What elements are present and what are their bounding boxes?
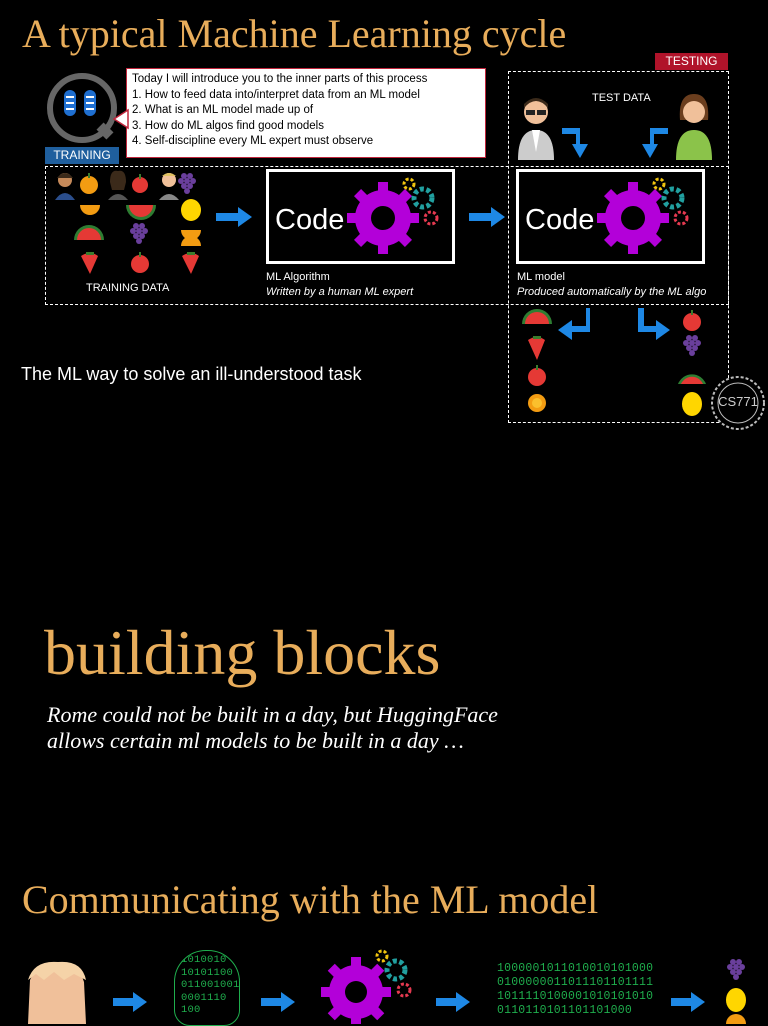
slide1-caption: The ML way to solve an ill-understood ta… <box>21 364 362 384</box>
watermelon-icon <box>74 225 104 240</box>
course-seal-icon: CS771 <box>710 375 766 431</box>
training-data-label: TRAINING DATA <box>86 282 170 294</box>
binary-line: 0110110101101101000 <box>497 1004 632 1017</box>
testing-tag: TESTING <box>655 53 728 70</box>
intro-callout: Today I will introduce you to the inner … <box>126 68 486 158</box>
strawberry-icon <box>81 252 98 274</box>
testing-region <box>508 71 729 423</box>
callout-pointer <box>112 108 129 130</box>
person-icon <box>159 173 179 200</box>
head-binary-line: 10101100 <box>181 966 234 979</box>
model-title: ML model <box>517 271 565 283</box>
grapes-icon <box>178 173 196 194</box>
person-icon <box>108 170 128 200</box>
code-label: Code <box>275 204 345 236</box>
arrow-right-icon <box>436 992 470 1012</box>
binary-output-block: 1000001011010010101000 01000000110111011… <box>497 962 653 1018</box>
model-subtitle: Produced automatically by the ML algo <box>517 286 707 298</box>
watermelon-icon <box>678 374 706 384</box>
slide1-title: A typical Machine Learning cycle <box>22 11 567 56</box>
algo-subtitle: Written by a human ML expert <box>266 286 414 298</box>
strawberry-icon <box>528 336 545 360</box>
strawberry-icon <box>182 252 199 274</box>
arrow-right-icon <box>638 308 670 340</box>
intro-item-4: 4. Self-discipline every ML expert must … <box>132 135 374 147</box>
orange-slice-icon <box>726 1014 746 1024</box>
arrow-down-icon <box>562 128 588 158</box>
grapes-icon <box>130 223 148 244</box>
gears-icon <box>321 949 412 1024</box>
orange-slice-icon <box>528 394 546 412</box>
apple-icon <box>132 174 148 193</box>
lemon-icon <box>181 199 201 221</box>
intro-item-3: 3. How do ML algos find good models <box>132 119 324 132</box>
grapes-icon <box>683 335 701 356</box>
intro-item-1: 1. How to feed data into/interpret data … <box>132 88 420 101</box>
arrow-right-icon <box>469 207 505 227</box>
apple-icon <box>528 365 546 386</box>
watermelon-icon <box>126 205 156 220</box>
binary-line: 0100000011011101101111 <box>497 976 654 989</box>
intro-lead: Today I will introduce you to the inner … <box>132 73 428 85</box>
arrow-down-icon <box>642 128 668 158</box>
apple-icon <box>683 310 701 331</box>
arrow-right-icon <box>216 207 252 227</box>
head-binary-line: 100 <box>181 1004 201 1016</box>
arrow-right-icon <box>113 992 147 1012</box>
ml-brain-icon <box>47 73 117 143</box>
slide2-title: building blocks <box>44 617 441 688</box>
training-data-grid <box>55 170 201 274</box>
intro-item-2: 2. What is an ML model made up of <box>132 104 314 116</box>
arrow-right-icon <box>261 992 295 1012</box>
test-data-label: TEST DATA <box>592 92 651 104</box>
orange-slice-icon <box>80 205 100 215</box>
binary-head-icon: 1010010 10101100 011001001 0001110 100 <box>174 950 240 1026</box>
head-binary-line: 011001001 <box>181 979 240 991</box>
person-icon <box>28 961 86 1024</box>
binary-line: 1011110100001010101010 <box>497 990 654 1003</box>
gears-icon <box>597 177 689 254</box>
seal-label: CS771 <box>718 394 758 409</box>
head-binary-line: 1010010 <box>181 954 227 966</box>
ml-algorithm-box: Code <box>266 169 455 264</box>
predicted-fruits-left <box>522 309 552 412</box>
slide3-title: Communicating with the ML model <box>22 877 599 922</box>
apple-icon <box>131 252 149 273</box>
arrow-left-icon <box>558 308 590 340</box>
watermelon-icon <box>522 309 552 324</box>
person-glasses-icon <box>518 98 554 160</box>
algo-title: ML Algorithm <box>266 271 330 283</box>
binary-line: 1000001011010010101000 <box>497 962 654 975</box>
lemon-icon <box>726 988 746 1012</box>
output-fruits-icon <box>726 959 746 1024</box>
grapes-icon <box>727 959 745 980</box>
person-icon <box>55 173 75 200</box>
training-tag: TRAINING <box>45 147 119 164</box>
slide2-quote-line1: Rome could not be built in a day, but Hu… <box>47 702 498 727</box>
lemon-icon <box>682 392 702 416</box>
code-label: Code <box>525 204 595 236</box>
slide2-quote-line2: allows certain ml models to be built in … <box>47 728 464 753</box>
gears-icon <box>347 177 439 254</box>
person-woman-icon <box>676 94 712 160</box>
head-binary-line: 0001110 <box>181 991 227 1004</box>
predicted-fruits-right <box>678 310 706 416</box>
orange-slice-icon <box>181 230 201 246</box>
orange-icon <box>80 173 98 194</box>
arrow-right-icon <box>671 992 705 1012</box>
